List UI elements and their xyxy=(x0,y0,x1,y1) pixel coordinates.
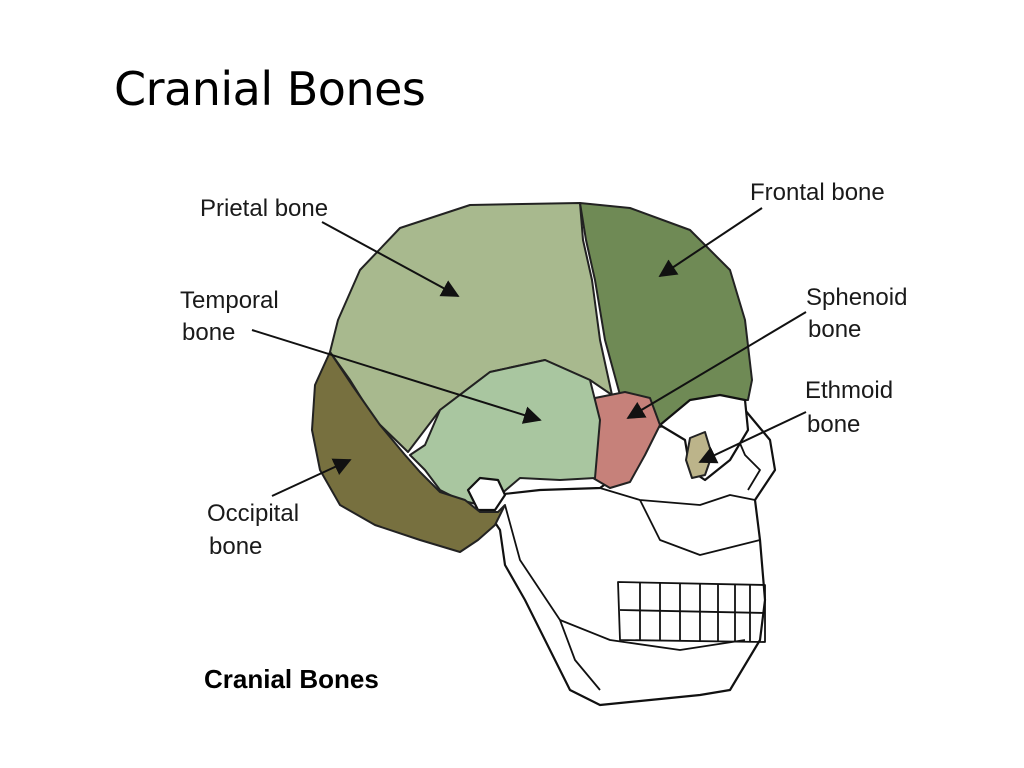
arrow-frontal xyxy=(658,207,763,277)
label-occipital-line1: Occipital xyxy=(207,500,299,527)
label-sphenoid-line1: Sphenoid xyxy=(806,284,907,311)
label-frontal-bone: Frontal bone xyxy=(750,179,885,206)
diagram-caption: Cranial Bones xyxy=(204,664,379,694)
arrow-occipital xyxy=(271,458,352,497)
arrow-parietal xyxy=(321,221,460,297)
label-occipital-line2: bone xyxy=(209,533,262,560)
arrow-temporal xyxy=(251,329,542,424)
occipital-bone xyxy=(311,351,506,553)
maxilla-line xyxy=(639,499,761,556)
label-sphenoid-line2: bone xyxy=(808,316,861,343)
teeth xyxy=(617,581,766,643)
arrow-sphenoid xyxy=(626,311,807,419)
slide-title: Cranial Bones xyxy=(114,62,426,116)
label-ethmoid-line2: bone xyxy=(807,411,860,438)
arrow-ethmoid xyxy=(698,411,807,464)
temporal-bone xyxy=(409,359,601,506)
label-ethmoid-line1: Ethmoid xyxy=(805,377,893,404)
label-temporal-line2: bone xyxy=(182,319,235,346)
cheek-line xyxy=(599,487,756,506)
mandible-inner xyxy=(559,619,746,651)
label-temporal-line1: Temporal xyxy=(180,287,279,314)
label-parietal-bone: Prietal bone xyxy=(200,195,328,222)
